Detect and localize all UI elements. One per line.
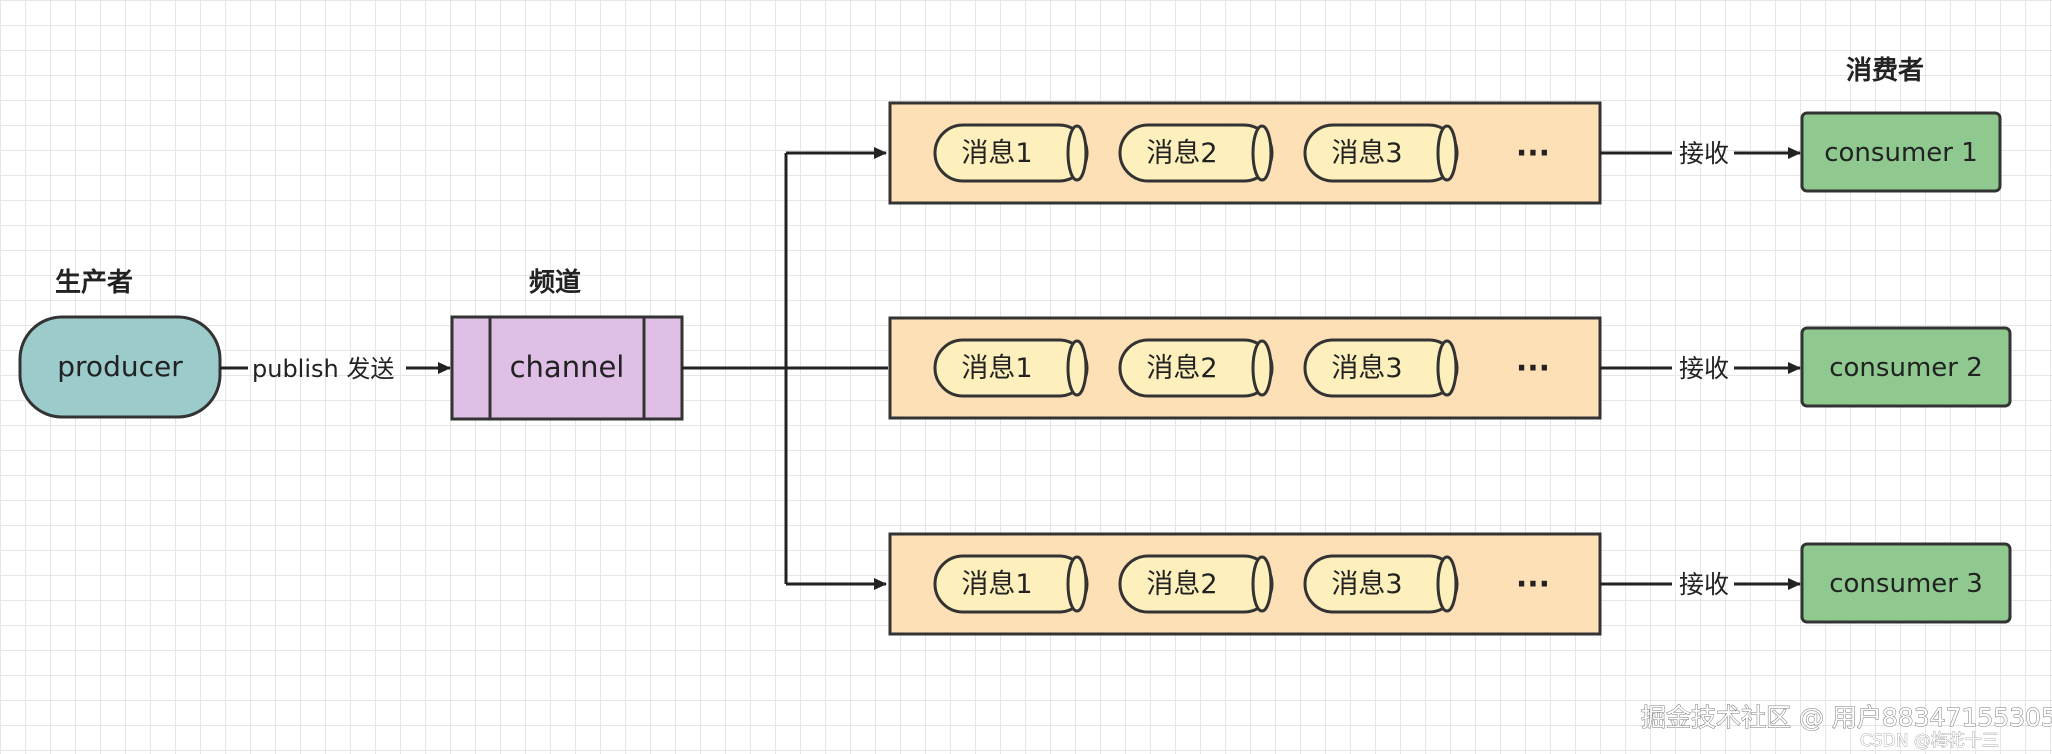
message-2: 消息2 [1118,554,1274,614]
message-label: 消息2 [1146,569,1217,600]
message-3: 消息3 [1303,123,1459,183]
watermark-line1: 掘金技术社区 @ 用户88347155305 [1641,703,2052,732]
queue-row-3: 消息1 消息2 消息3 ··· 接收 consumer 3 [888,532,2012,636]
producer-node: producer [18,315,222,419]
ellipsis: ··· [1516,136,1550,171]
consumer-label: consumer 3 [1829,569,1983,599]
channel-node: channel [450,315,684,421]
message-label: 消息2 [1146,353,1217,384]
message-label: 消息1 [961,353,1032,384]
message-2: 消息2 [1118,338,1274,398]
consumer-box [1800,542,2012,624]
message-label: 消息1 [961,138,1032,169]
ellipsis: ··· [1516,351,1550,386]
receive-label: 接收 [1679,354,1729,383]
queue-row-2: 消息1 消息2 消息3 ··· 接收 consumer 2 [888,316,2012,420]
consumer-label: consumer 2 [1829,353,1983,383]
receive-label: 接收 [1679,139,1729,168]
consumer-box [1800,326,2012,408]
consumer-box [1800,111,2002,193]
message-1: 消息1 [933,554,1089,614]
channel-title: 频道 [528,268,581,298]
message-label: 消息2 [1146,138,1217,169]
consumer-label: consumer 1 [1824,138,1978,168]
ellipsis: ··· [1516,567,1550,602]
channel-label: channel [510,350,625,384]
producer-label: producer [57,350,183,383]
watermark-line2: CSDN @梅花十三 [1860,731,1999,751]
message-label: 消息3 [1331,569,1402,600]
receive-label: 接收 [1679,570,1729,599]
publish-label: publish 发送 [252,355,394,383]
message-3: 消息3 [1303,554,1459,614]
message-3: 消息3 [1303,338,1459,398]
message-1: 消息1 [933,123,1089,183]
producer-title: 生产者 [55,268,134,298]
message-2: 消息2 [1118,123,1274,183]
consumer-title: 消费者 [1845,56,1924,86]
queue-row-1: 消息1 消息2 消息3 ··· 接收 consumer 1 [888,101,2002,205]
fanout-connector [682,147,888,590]
message-1: 消息1 [933,338,1089,398]
message-label: 消息3 [1331,353,1402,384]
message-label: 消息3 [1331,138,1402,169]
message-label: 消息1 [961,569,1032,600]
